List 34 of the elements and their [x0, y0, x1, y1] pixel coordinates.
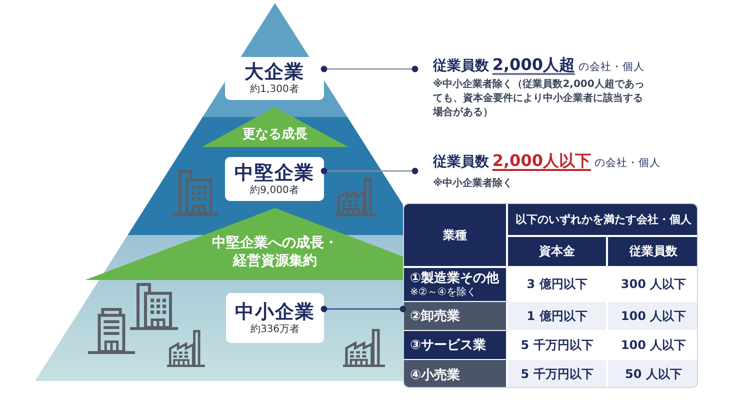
category-card	[226, 293, 324, 343]
industry-name: ①製造業その他	[410, 270, 500, 286]
leader-line	[320, 66, 418, 72]
table-header-cell: 従業員数	[608, 237, 697, 266]
company-count: 約9,000者	[250, 184, 299, 196]
leader-line	[320, 306, 406, 312]
criteria-table	[403, 203, 698, 388]
footnote-text: ※②～④を除く	[410, 286, 476, 298]
growth-triangle	[85, 208, 403, 280]
table-header-cell: 業種	[404, 204, 506, 266]
company-count: 約1,300者	[250, 83, 299, 96]
table-header-cell: 以下のいずれかを満たす会社・個人	[508, 204, 697, 235]
growth-label: 更なる成長	[242, 126, 308, 144]
category-card	[225, 157, 324, 201]
row-header-cell: ②卸売業	[404, 302, 506, 330]
table-cell: 100 人以下	[608, 302, 697, 330]
criteria-heading: 従業員数 2,000人超 の会社・個人	[433, 54, 644, 76]
table-header-cell: 資本金	[508, 237, 606, 266]
category-title: 中小企業	[235, 300, 315, 322]
footnote-text: ※中小企業者除く	[433, 177, 514, 191]
table-cell: 1 億円以下	[508, 302, 606, 330]
growth-label: 中堅企業への成長・経営資源集約	[211, 234, 339, 270]
category-title: 中堅企業	[234, 162, 314, 184]
company-count: 約336万者	[250, 322, 300, 336]
leader-line	[320, 168, 418, 174]
row-header-cell: ④小売業	[404, 360, 506, 387]
criteria-heading: 従業員数 2,000人以下 の会社・個人	[433, 150, 660, 172]
row-header-cell: ③サービス業	[404, 331, 506, 359]
table-cell: 50 人以下	[608, 360, 697, 387]
category-title: 大企業	[244, 61, 304, 83]
category-card	[225, 57, 324, 100]
footnote-text: ※中小企業者除く（従業員数2,000人超であっても、資本金要件により中小企業者に該当する場合がある）	[433, 78, 646, 120]
table-cell: 5 千万円以下	[508, 360, 606, 387]
growth-triangle	[202, 107, 348, 147]
